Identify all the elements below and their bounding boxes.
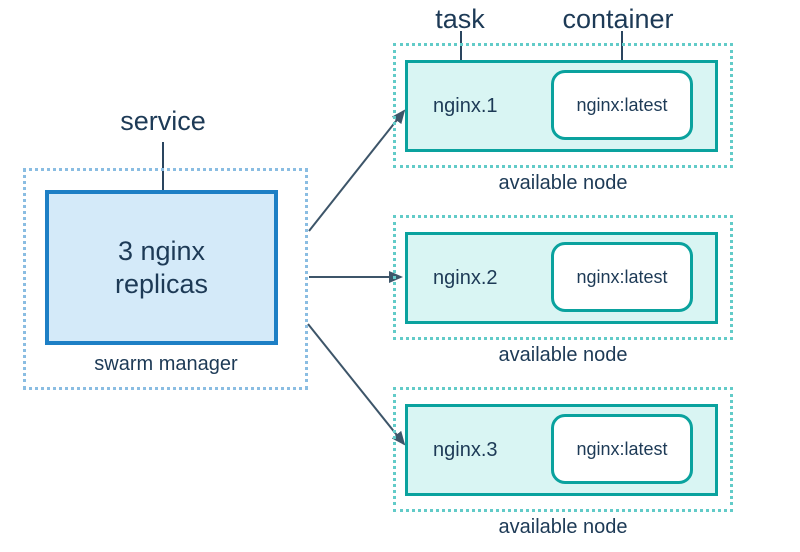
container-box-2: nginx:latest <box>551 242 693 312</box>
service-replicas-text: 3 nginx replicas <box>114 235 209 299</box>
task-label-heading: task <box>435 4 485 34</box>
container-box-1: nginx:latest <box>551 70 693 140</box>
container-image-2: nginx:latest <box>576 266 668 287</box>
container-label-heading: container <box>562 4 674 34</box>
available-node-box-3: nginx.3 nginx:latest <box>393 387 733 512</box>
task-name-2: nginx.2 <box>433 266 498 289</box>
arrow-to-node-1 <box>308 109 406 232</box>
arrow-to-node-3 <box>307 323 406 446</box>
node-caption-1: available node <box>498 172 628 194</box>
service-box: 3 nginx replicas <box>45 190 278 345</box>
task-box-2: nginx.2 nginx:latest <box>405 232 718 324</box>
available-node-box-1: nginx.1 nginx:latest <box>393 43 733 168</box>
node-caption-2: available node <box>498 344 628 366</box>
container-image-1: nginx:latest <box>576 94 668 115</box>
swarm-manager-box <box>23 168 308 390</box>
container-box-3: nginx:latest <box>551 414 693 484</box>
available-node-box-2: nginx.2 nginx:latest <box>393 215 733 340</box>
task-box-3: nginx.3 nginx:latest <box>405 404 718 496</box>
container-image-3: nginx:latest <box>576 438 668 459</box>
swarm-manager-caption: swarm manager <box>94 353 238 375</box>
node-caption-3: available node <box>498 516 628 538</box>
task-name-1: nginx.1 <box>433 94 498 117</box>
task-name-3: nginx.3 <box>433 438 498 461</box>
task-box-1: nginx.1 nginx:latest <box>405 60 718 152</box>
service-label: service <box>120 106 206 136</box>
